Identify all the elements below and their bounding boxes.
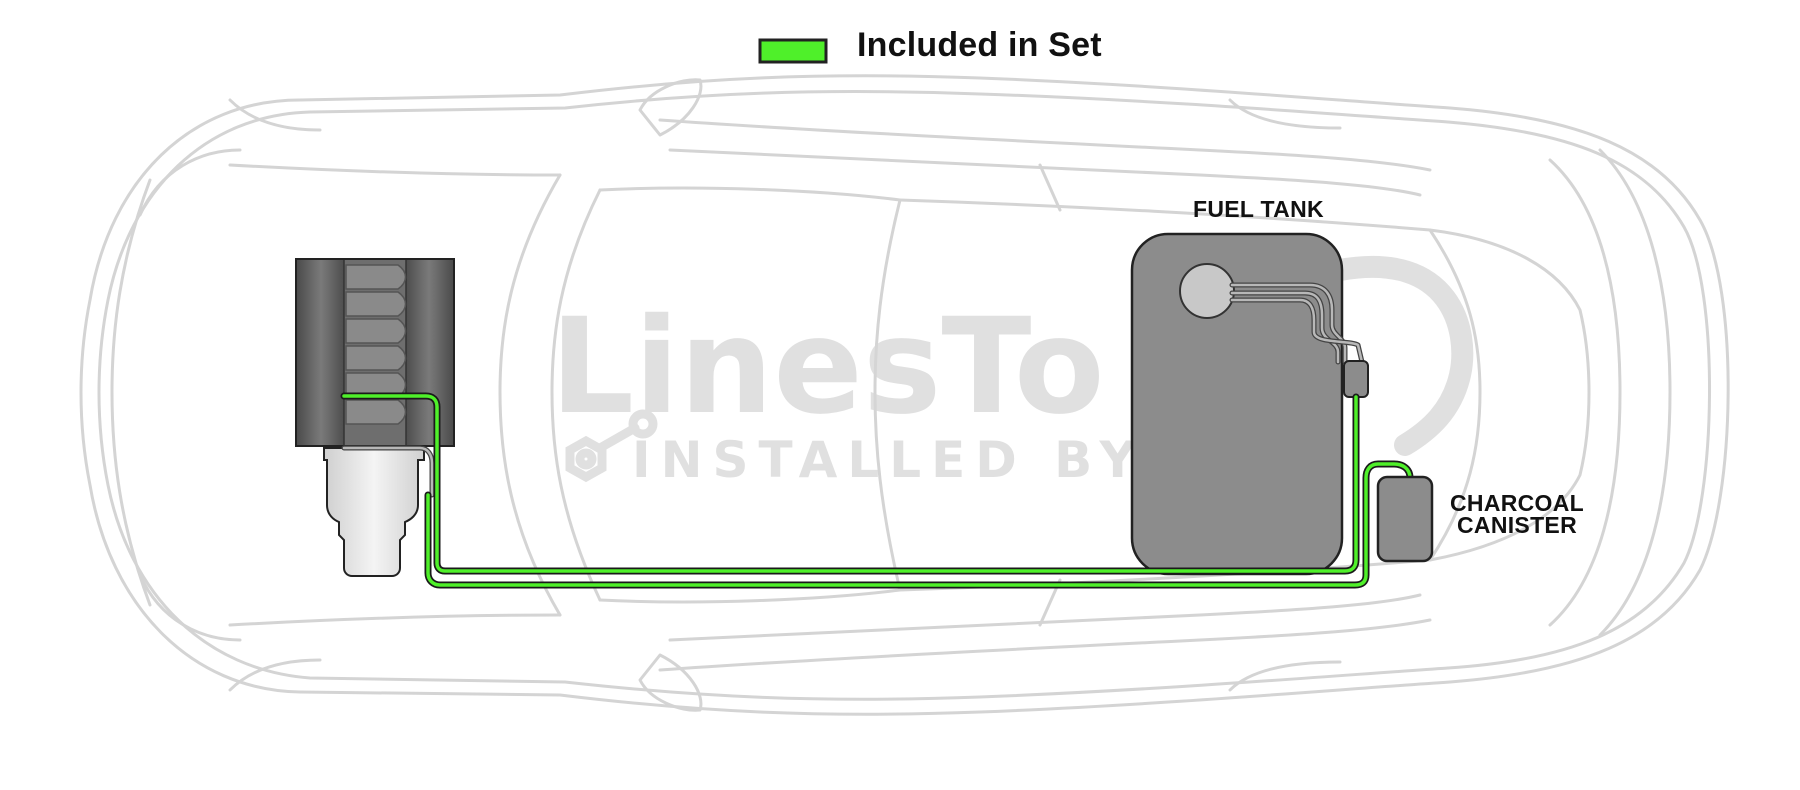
fuel-tank-label: FUEL TANK	[1193, 196, 1324, 222]
charcoal-canister	[1376, 475, 1434, 563]
fuel-pump-module	[1179, 263, 1235, 319]
canister-label-line2: CANISTER	[1457, 512, 1577, 538]
watermark: LinesTo INSTALLED BY A	[550, 255, 1474, 489]
included-lines	[340, 392, 1414, 589]
watermark-tagline: INSTALLED BY A	[632, 431, 1222, 489]
engine	[295, 258, 455, 447]
car-outline	[79, 74, 1730, 716]
legend-swatch-icon	[758, 38, 828, 64]
wrench-and-nut-icon	[565, 409, 658, 483]
legend-label: Included in Set	[857, 26, 1102, 64]
watermark-arc	[1329, 255, 1474, 456]
charcoal-canister-label: CHARCOAL CANISTER	[1450, 490, 1584, 538]
fuel-filter	[1343, 360, 1369, 398]
transmission	[323, 447, 425, 577]
canister-label-line1: CHARCOAL	[1450, 490, 1584, 516]
not-included-lines	[341, 282, 1365, 498]
